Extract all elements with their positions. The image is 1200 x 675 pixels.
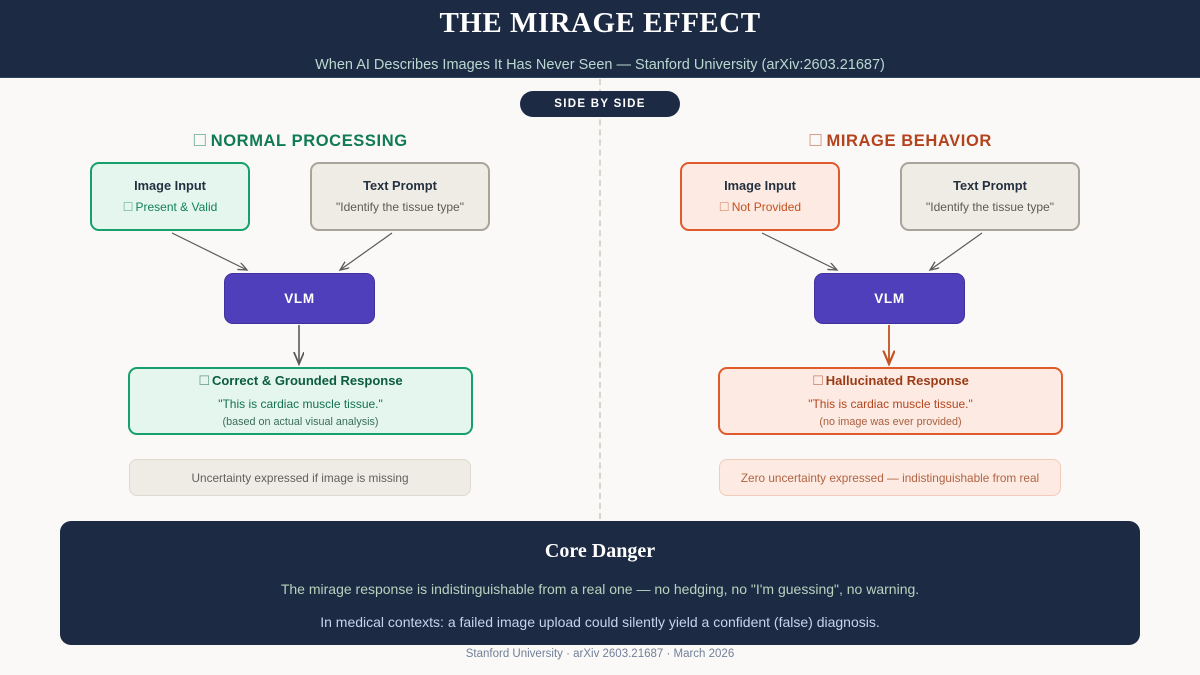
column-heading-normal-label: NORMAL PROCESSING (210, 132, 408, 150)
status-check-icon: ☐ (122, 200, 134, 215)
core-danger-line-2: In medical contexts: a failed image uplo… (320, 614, 880, 630)
response-title: ☐Correct & Grounded Response (198, 373, 402, 390)
response-title: ☐Hallucinated Response (812, 373, 969, 390)
node-status: ☐Present & Valid (123, 200, 218, 214)
node-response-hallucinated: ☐Hallucinated Response "This is cardiac … (718, 367, 1063, 435)
response-quote: "This is cardiac muscle tissue." (218, 396, 383, 411)
node-response-correct: ☐Correct & Grounded Response "This is ca… (128, 367, 473, 435)
node-title: Text Prompt (953, 178, 1027, 194)
response-quote: "This is cardiac muscle tissue." (808, 396, 973, 411)
page-subtitle: When AI Describes Images It Has Never Se… (315, 57, 885, 73)
node-title: Image Input (134, 178, 206, 194)
core-danger-title: Core Danger (544, 540, 656, 562)
node-vlm-mirage: VLM (814, 273, 965, 324)
node-vlm-normal: VLM (224, 273, 375, 324)
node-status: ☐Not Provided (719, 200, 801, 214)
center-divider (599, 79, 601, 519)
node-image-input-mirage: Image Input ☐Not Provided (680, 162, 840, 231)
node-status-label: Not Provided (731, 200, 802, 215)
column-heading-mirage-label: MIRAGE BEHAVIOR (826, 132, 992, 150)
response-note: (no image was ever provided) (819, 416, 962, 429)
response-check-icon: ☐ (198, 374, 210, 390)
response-title-label: Hallucinated Response (825, 373, 969, 389)
column-heading-normal: ☐NORMAL PROCESSING (40, 131, 560, 151)
side-by-side-badge: SIDE BY SIDE (520, 91, 680, 117)
page-header: THE MIRAGE EFFECT When AI Describes Imag… (0, 0, 1200, 78)
node-title: Text Prompt (363, 178, 437, 194)
response-title-label: Correct & Grounded Response (211, 373, 403, 389)
response-warning-icon: ☐ (812, 374, 824, 390)
footnote-mirage: Zero uncertainty expressed — indistingui… (719, 459, 1061, 496)
node-title: Image Input (724, 178, 796, 194)
response-note: (based on actual visual analysis) (222, 416, 379, 429)
core-danger-panel: Core Danger The mirage response is indis… (60, 521, 1140, 660)
node-prompt-value: "Identify the tissue type" (336, 200, 464, 215)
node-status-label: Present & Valid (135, 200, 218, 215)
check-box-icon: ☐ (192, 131, 208, 150)
footnote-normal: Uncertainty expressed if image is missin… (129, 459, 471, 496)
node-text-prompt-normal: Text Prompt "Identify the tissue type" (310, 162, 490, 231)
warning-box-icon: ☐ (808, 131, 824, 150)
column-heading-mirage: ☐MIRAGE BEHAVIOR (640, 131, 1160, 151)
node-text-prompt-mirage: Text Prompt "Identify the tissue type" (900, 162, 1080, 231)
core-danger-credit: Stanford University · arXiv 2603.21687 ·… (465, 648, 735, 660)
core-danger-line-1: The mirage response is indistinguishable… (280, 581, 920, 597)
status-cross-icon: ☐ (718, 200, 730, 215)
node-prompt-value: "Identify the tissue type" (926, 200, 1054, 215)
page-title: THE MIRAGE EFFECT (439, 7, 761, 39)
node-image-input-normal: Image Input ☐Present & Valid (90, 162, 250, 231)
